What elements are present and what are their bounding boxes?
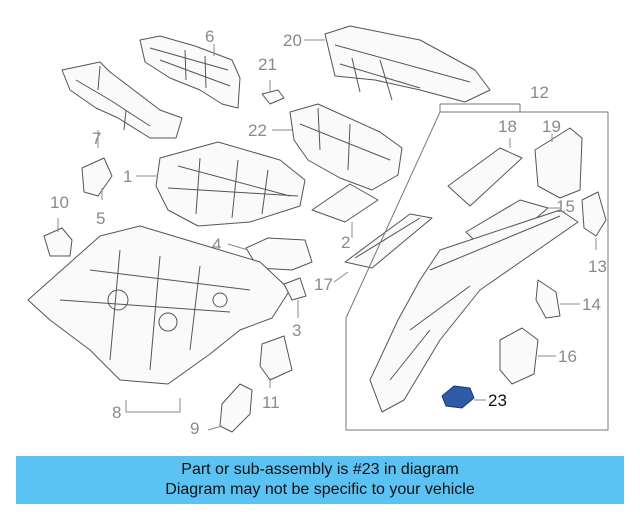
part-20-shape bbox=[324, 25, 491, 103]
part-9-shape bbox=[219, 383, 253, 433]
callout-20: 20 bbox=[283, 31, 302, 50]
callout-9: 9 bbox=[190, 419, 200, 438]
callout-18: 18 bbox=[498, 117, 517, 136]
callout-2: 2 bbox=[341, 233, 351, 252]
callout-19: 19 bbox=[542, 117, 561, 136]
part-21-shape bbox=[261, 89, 285, 105]
callout-12: 12 bbox=[530, 83, 549, 102]
callout-13: 13 bbox=[588, 257, 607, 276]
group-12-box bbox=[345, 111, 609, 431]
part-1-shape bbox=[155, 141, 306, 227]
banner-line-2: Diagram may not be specific to your vehi… bbox=[165, 481, 475, 498]
part-13-shape bbox=[581, 191, 607, 237]
callout-8: 8 bbox=[112, 403, 122, 422]
callout-16: 16 bbox=[558, 347, 577, 366]
callout-6: 6 bbox=[205, 27, 215, 46]
floor-pan-shape bbox=[27, 225, 291, 385]
callout-11: 11 bbox=[262, 393, 280, 412]
part-10-shape bbox=[43, 227, 73, 257]
group-12-bracket bbox=[439, 103, 521, 112]
callout-1: 1 bbox=[123, 167, 133, 186]
banner-line-1: Part or sub-assembly is #23 in diagram bbox=[181, 461, 459, 478]
part-7-shape bbox=[61, 61, 183, 139]
part-11-shape bbox=[259, 335, 293, 381]
callout-14: 14 bbox=[582, 295, 601, 314]
part-3-shape bbox=[283, 277, 307, 301]
part-19-shape bbox=[534, 127, 583, 199]
callout-23: 23 bbox=[488, 391, 507, 410]
part-6-shape bbox=[139, 35, 241, 109]
callout-17: 17 bbox=[314, 275, 333, 294]
callout-7: 7 bbox=[92, 129, 102, 148]
info-banner: Part or sub-assembly is #23 in diagram D… bbox=[16, 456, 624, 504]
callout-3: 3 bbox=[292, 321, 302, 340]
leader-lines bbox=[57, 39, 597, 431]
part-22-shape bbox=[289, 103, 403, 191]
part-16-shape bbox=[499, 327, 539, 385]
parts-diagram: 6 20 21 7 22 1 10 5 2 4 17 3 11 8 9 12 1… bbox=[27, 25, 609, 438]
rear-side-rail-shape bbox=[369, 209, 579, 413]
callout-4: 4 bbox=[212, 235, 222, 254]
callout-5: 5 bbox=[96, 209, 106, 228]
part-14-shape bbox=[535, 279, 561, 319]
callout-21: 21 bbox=[258, 55, 277, 74]
part-2-shape bbox=[311, 183, 379, 223]
part-23-shape bbox=[441, 385, 475, 409]
part-17-shape bbox=[344, 213, 433, 269]
callout-15: 15 bbox=[556, 197, 575, 216]
callout-10: 10 bbox=[50, 193, 69, 212]
part-18-shape bbox=[447, 147, 523, 207]
callout-22: 22 bbox=[248, 121, 267, 140]
part-5-shape bbox=[81, 157, 113, 197]
parts-drawing bbox=[27, 25, 609, 433]
